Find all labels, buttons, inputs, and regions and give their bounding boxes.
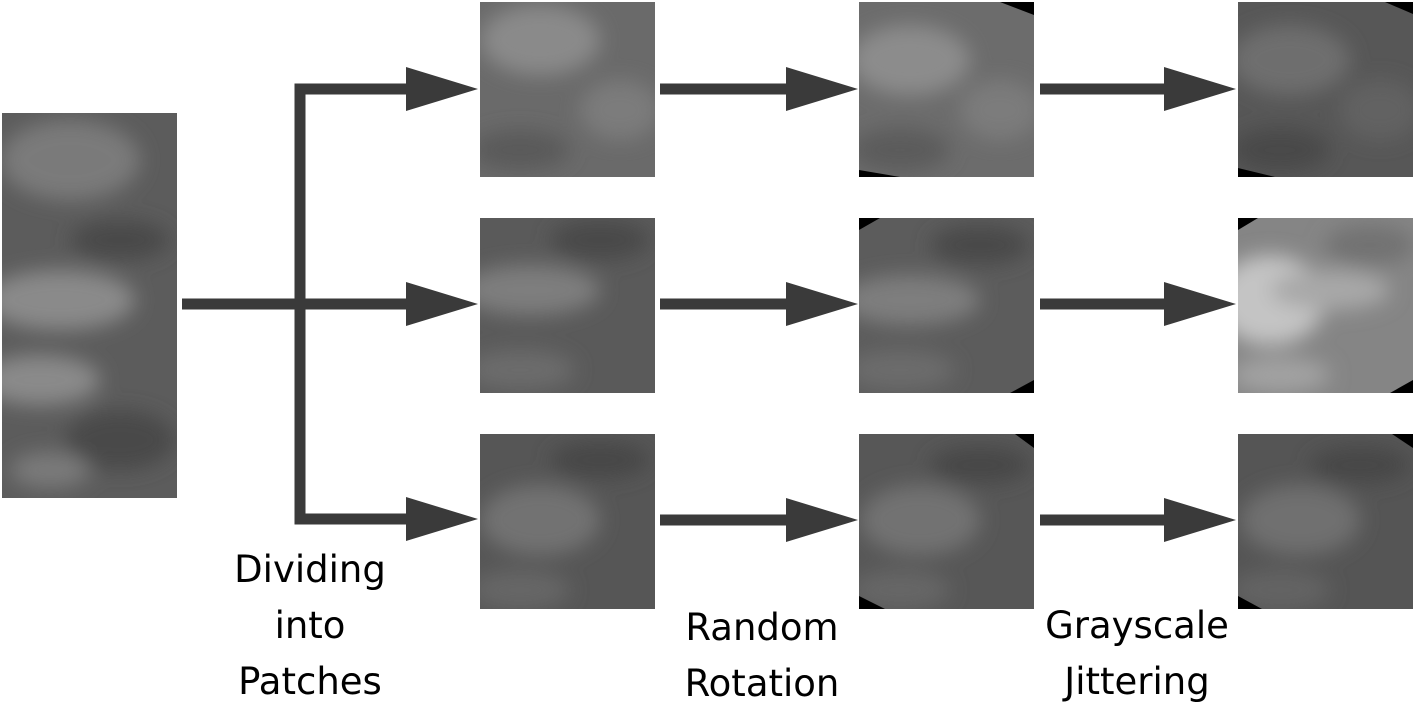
split-connector (182, 83, 410, 525)
jittered-patch-2 (1238, 218, 1413, 393)
label-line: into (274, 604, 346, 647)
patch-2 (480, 218, 655, 393)
jitter-arrow-3 (1040, 498, 1236, 542)
rotated-patch-1 (859, 2, 1034, 177)
label-line: Jittering (1064, 660, 1210, 703)
arrowhead-row-2 (406, 282, 478, 326)
rotation-arrows (660, 67, 858, 542)
dividing-into-patches-label: Dividing into Patches (210, 542, 410, 710)
grayscale-jittering-label: Grayscale Jittering (1037, 598, 1237, 710)
patch-1 (480, 2, 655, 177)
label-line: Dividing (234, 548, 386, 591)
patch-3 (480, 434, 655, 609)
rotated-patch-3 (859, 434, 1034, 609)
split-arrowheads (406, 67, 478, 541)
rotated-patch-2 (859, 218, 1034, 393)
arrowhead-row-1 (406, 67, 478, 111)
random-rotation-label: Random Rotation (662, 600, 862, 712)
jitter-arrow-1 (1040, 67, 1236, 111)
source-xray-image (2, 113, 177, 498)
jitter-arrows (1040, 67, 1236, 542)
rotation-arrow-1 (660, 67, 858, 111)
jitter-arrow-2 (1040, 282, 1236, 326)
label-line: Patches (238, 660, 382, 703)
label-line: Grayscale (1045, 604, 1229, 647)
arrowhead-row-3 (406, 497, 478, 541)
jittered-patch-1 (1238, 2, 1413, 177)
jittered-patch-3 (1238, 434, 1413, 609)
rotation-arrow-3 (660, 498, 858, 542)
label-line: Rotation (684, 662, 840, 705)
label-line: Random (685, 606, 839, 649)
rotation-arrow-2 (660, 282, 858, 326)
